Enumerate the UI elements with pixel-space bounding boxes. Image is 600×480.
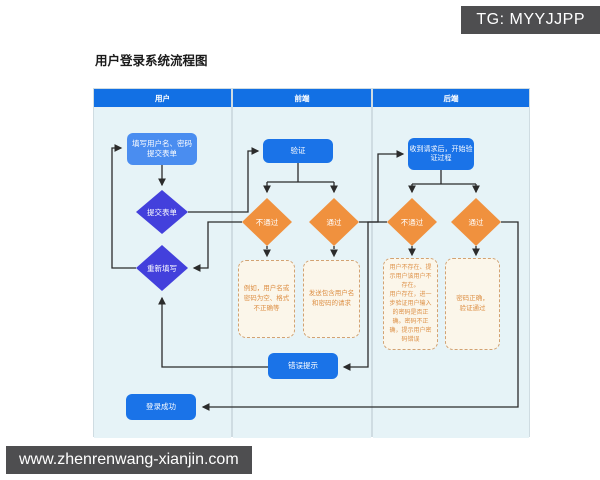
note-frontend-fail: 例如，用户名或密码为空、格式不正确等 bbox=[238, 260, 295, 338]
node-error-prompt: 错误提示 bbox=[268, 353, 338, 379]
lane-header-user: 用户 bbox=[94, 89, 231, 108]
tg-badge: TG: MYYJJPP bbox=[461, 6, 600, 34]
node-verify: 验证 bbox=[263, 139, 333, 163]
node-login-success: 登录成功 bbox=[126, 394, 196, 420]
note-backend-pass: 密码正确， 验证通过 bbox=[445, 258, 500, 350]
node-fill-form: 填写用户名、密码 提交表单 bbox=[127, 133, 197, 165]
note-backend-fail: 用户不存在、提示用户该用户不存在。 用户存在，进一步验证用户输入的密码是否正确。… bbox=[383, 258, 438, 350]
watermark-bar: www.zhenrenwang-xianjin.com bbox=[6, 446, 252, 474]
note-frontend-pass: 发送包含用户名和密码的请求 bbox=[303, 260, 360, 338]
lane-header-frontend: 前端 bbox=[233, 89, 371, 108]
node-receive-request: 收到请求后，开始验证过程 bbox=[408, 138, 474, 170]
lane-header-backend: 后端 bbox=[373, 89, 529, 108]
diagram-title: 用户登录系统流程图 bbox=[95, 54, 208, 68]
